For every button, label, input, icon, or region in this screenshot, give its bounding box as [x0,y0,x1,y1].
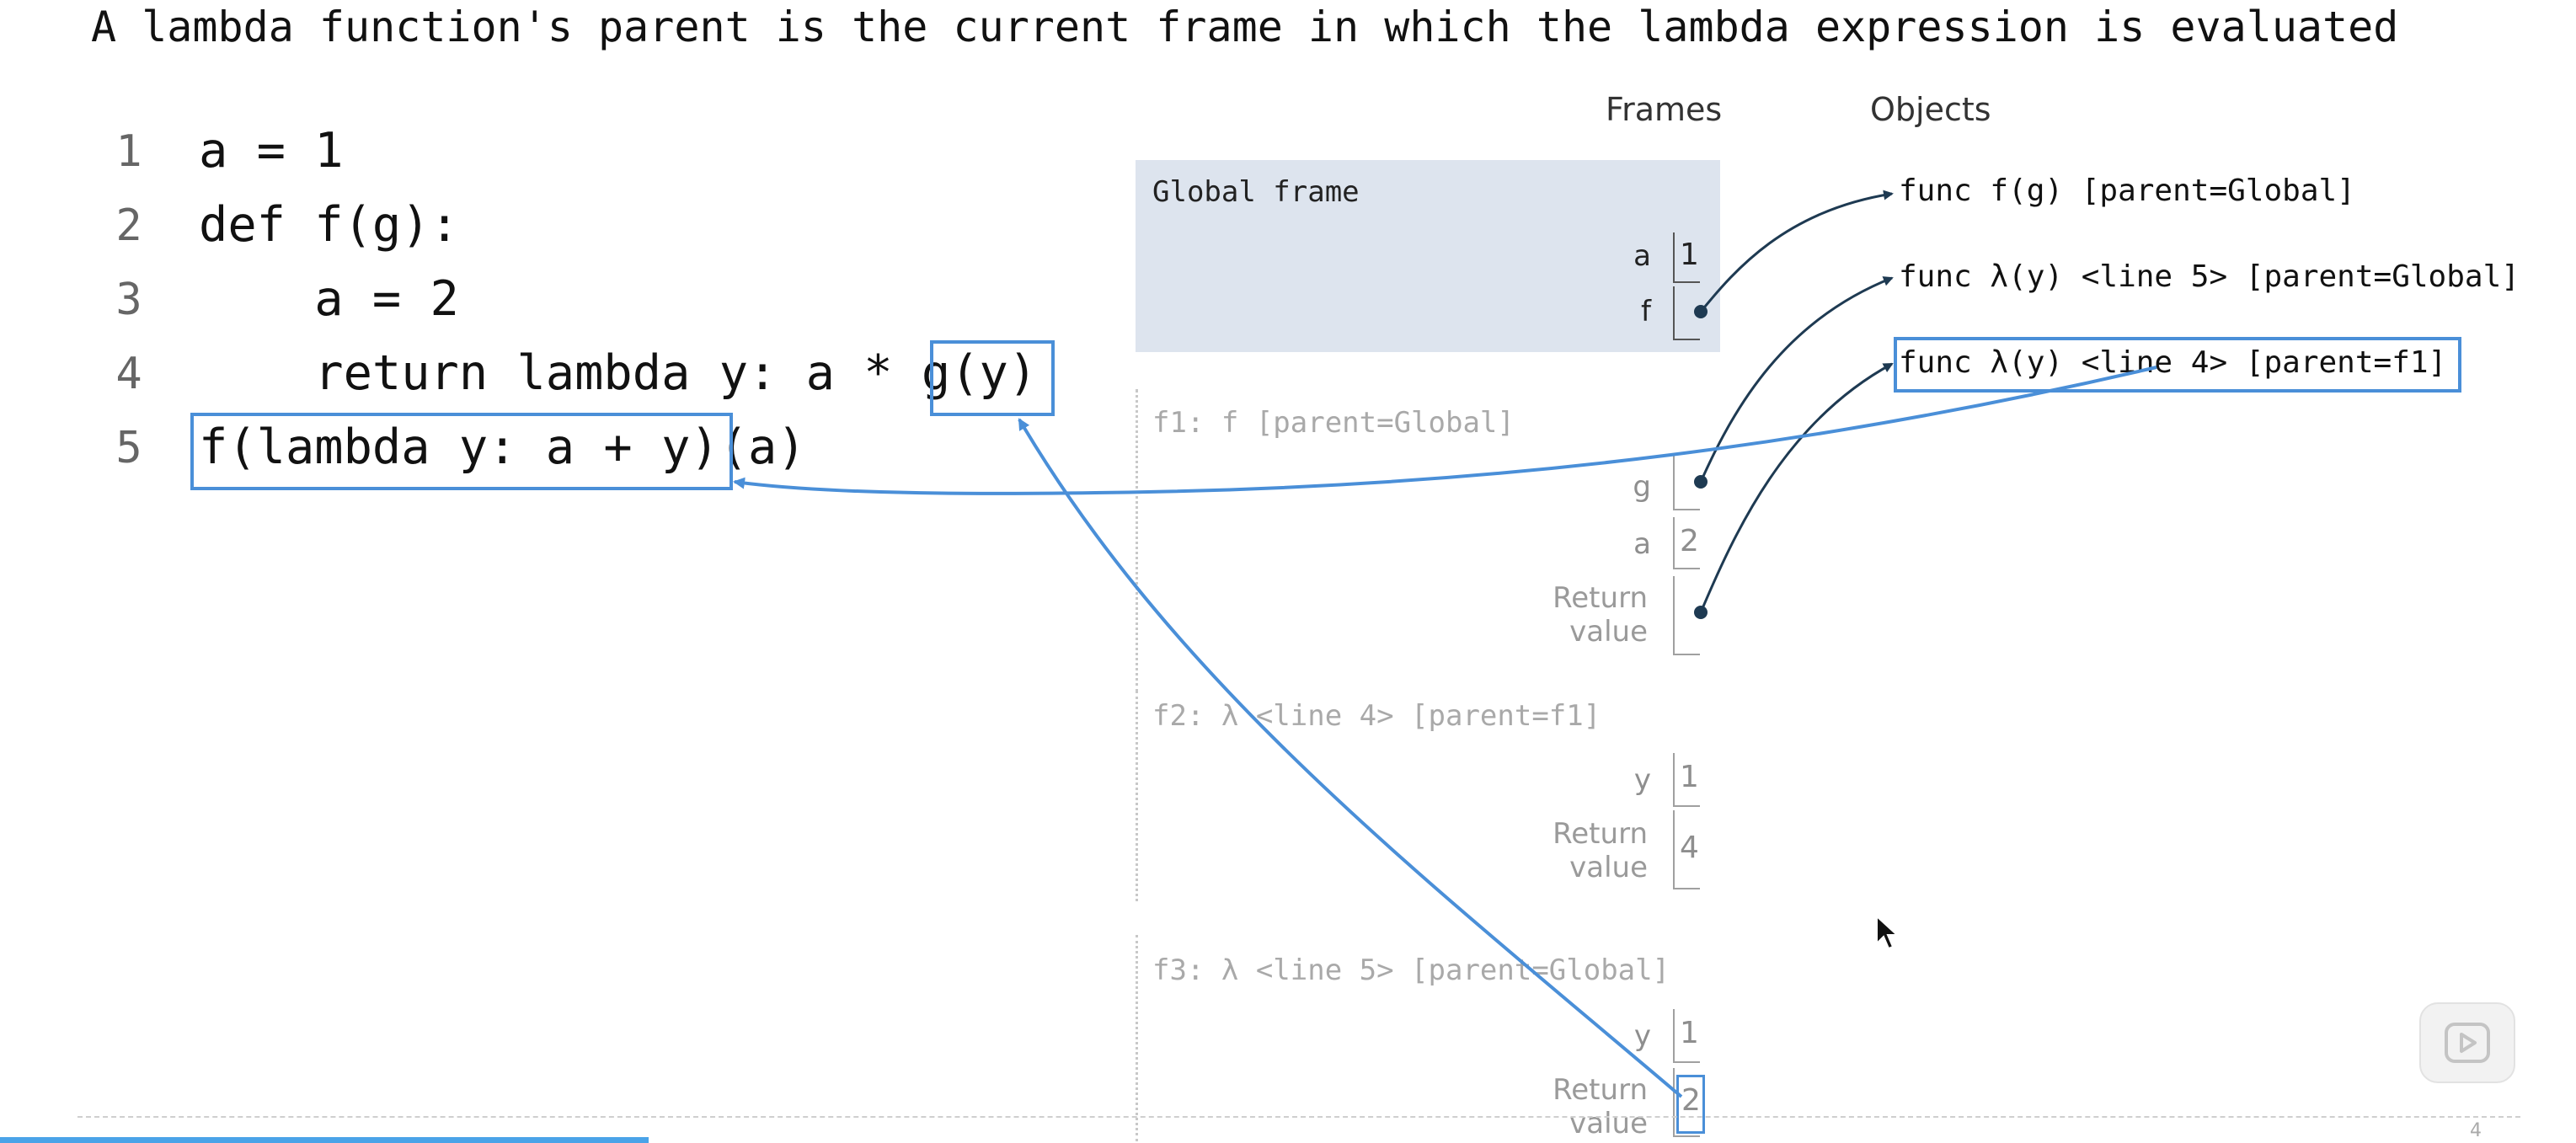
f1-return-label: Return value [1553,581,1648,649]
f2-return-value: 4 [1680,831,1699,865]
pointer-arrow [1699,190,1894,312]
object-func-lambda-line4: func λ(y) <line 4> [parent=f1] [1899,345,2447,380]
f2-var-y-box [1673,753,1700,807]
f3-var-y-name: y [1633,1019,1651,1053]
mouse-cursor-icon [1876,915,1900,950]
playback-progress-bar[interactable] [0,1137,649,1143]
object-highlight-box [1894,337,2461,393]
play-button[interactable] [2419,1002,2515,1083]
object-func-lambda-line5: func λ(y) <line 5> [parent=Global] [1899,259,2520,294]
global-var-a-value: 1 [1680,238,1699,272]
f1-var-g-name: g [1633,470,1651,504]
f3-var-y-box [1673,1009,1700,1063]
line-number: 1 [115,126,142,177]
play-icon [2445,1023,2490,1063]
code-line: def f(g): [199,197,459,253]
global-frame [1136,160,1720,352]
global-frame-name: Global frame [1152,175,1360,209]
global-var-a-box [1673,232,1700,283]
f3-frame-name: f3: λ <line 5> [parent=Global] [1152,953,1670,987]
global-var-f-box [1673,286,1700,340]
page-number: 4 [2470,1120,2482,1141]
code-line: return lambda y: a * g(y) [199,345,1038,401]
f1-var-a-value: 2 [1680,524,1699,558]
f2-frame-divider [1136,691,1138,901]
f1-var-a-box [1673,517,1700,569]
code-line: a = 2 [199,271,459,327]
line-number: 4 [115,349,142,399]
global-var-f-name: f [1641,295,1651,328]
f3-return-box [1673,1068,1700,1137]
f2-var-y-value: 1 [1680,760,1699,794]
f2-return-label: Return value [1553,817,1648,884]
slide-title: A lambda function's parent is the curren… [91,3,2399,51]
f3-var-y-value: 1 [1680,1016,1699,1050]
code-line: a = 1 [199,123,344,179]
f2-var-y-name: y [1633,763,1651,797]
highlight-arrow [1018,418,1683,1098]
f2-frame-name: f2: λ <line 4> [parent=f1] [1152,699,1601,733]
highlight-arrow [733,366,2157,495]
pointer-arrow [1699,276,1894,483]
lambda-argument-highlight-box [190,413,733,490]
line-number: 5 [115,423,142,473]
f3-frame-divider [1136,935,1138,1141]
f2-return-box [1673,810,1700,889]
pointer-arrow [1699,362,1894,613]
slide-bottom-border [77,1116,2520,1118]
f1-frame-name: f1: f [parent=Global] [1152,406,1515,440]
f1-return-box [1673,576,1700,655]
f3-return-value: 2 [1681,1083,1701,1118]
line-number: 2 [115,200,142,251]
f3-return-highlight-box [1676,1075,1705,1134]
f1-var-a-name: a [1633,527,1651,561]
f1-var-g-box [1673,455,1700,510]
code-line: f(lambda y: a + y)(a) [199,419,806,475]
object-func-f: func f(g) [parent=Global] [1899,174,2355,208]
f1-frame-divider [1136,389,1138,692]
frames-heading: Frames [1606,91,1723,128]
global-var-a-name: a [1633,239,1651,273]
f3-return-label: Return value [1553,1073,1648,1140]
line-number: 3 [115,275,142,325]
objects-heading: Objects [1870,91,1991,128]
gy-highlight-box [930,340,1055,416]
